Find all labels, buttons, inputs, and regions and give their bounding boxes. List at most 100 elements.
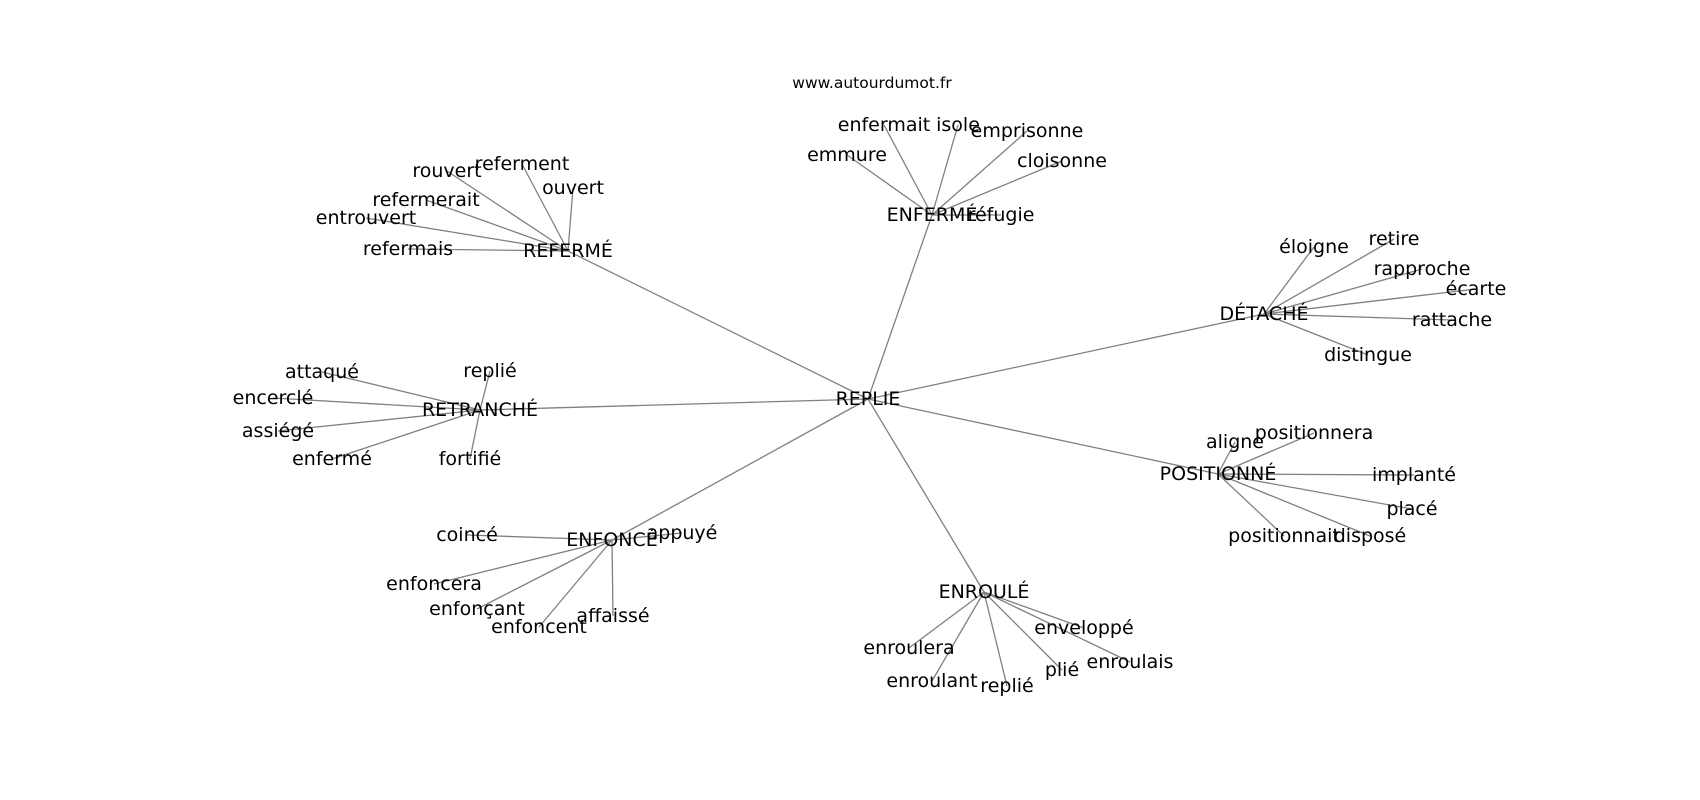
word-node: ouvert [542, 177, 604, 199]
hub-word-edge [277, 409, 481, 432]
word-node: refermais [363, 238, 453, 260]
word-node: implanté [1372, 464, 1456, 486]
hub-word-edge [476, 539, 613, 610]
word-node: retire [1369, 228, 1420, 250]
hub-word-edge [1217, 473, 1371, 537]
hub-word-edge [983, 591, 1063, 671]
word-node: coincé [436, 524, 498, 546]
site-url: www.autourdumot.fr [792, 74, 952, 92]
hub-word-edge [521, 163, 569, 252]
hub-word-edge [1217, 432, 1315, 475]
hub-word-edge [1217, 441, 1236, 475]
hub-word-edge [365, 217, 569, 252]
hub-word-edge [469, 409, 481, 460]
hub-node: ENFONCÉ [566, 528, 658, 551]
hub-node: RETRANCHÉ [422, 398, 538, 421]
hub-word-edge [466, 534, 613, 541]
word-node: affaissé [576, 605, 649, 627]
hub-word-edge [883, 124, 933, 216]
hub-word-edge [1263, 246, 1315, 315]
hub-word-edge [321, 371, 481, 411]
hub-node: ENROULÉ [939, 580, 1030, 603]
hub-word-edge [272, 397, 481, 411]
center-hub-edge [479, 398, 869, 411]
word-node: cloisonne [1017, 150, 1107, 172]
word-node: enveloppé [1034, 617, 1133, 639]
hub-node: REFERMÉ [523, 239, 613, 262]
hub-node: DÉTACHÉ [1220, 302, 1309, 325]
hub-word-edge [983, 591, 1085, 629]
hub-word-edge [931, 130, 1028, 216]
hub-word-edge [407, 248, 569, 252]
center-hub-edge [867, 214, 933, 400]
hub-word-edge [331, 409, 481, 460]
word-node: entrouvert [316, 207, 416, 229]
center-hub-edge [867, 398, 985, 593]
hub-node: ENFERMÉ [887, 203, 978, 226]
word-node: enroulant [886, 670, 977, 692]
hub-word-edge [425, 199, 569, 252]
word-node: rattache [1412, 309, 1492, 331]
word-node: éloigne [1279, 236, 1349, 258]
hub-word-edge [931, 160, 1063, 216]
word-node: enfonçant [429, 598, 525, 620]
hub-word-edge [1263, 313, 1453, 321]
hub-word-edge [1263, 268, 1423, 315]
hub-word-edge [908, 591, 985, 649]
word-node: aligne [1206, 431, 1264, 453]
word-node: enroulera [863, 637, 954, 659]
hub-word-edge [538, 539, 613, 628]
word-node: enfoncent [491, 616, 587, 638]
word-node: placé [1386, 498, 1437, 520]
word-node: rouvert [412, 160, 481, 182]
word-node: refermerait [372, 189, 479, 211]
center-node: REPLIE [836, 388, 901, 410]
word-node: fortifié [439, 448, 502, 470]
hub-word-edge [1263, 313, 1369, 356]
word-node: attaqué [285, 361, 359, 383]
word-node: enfermait [838, 114, 930, 136]
word-node: écarte [1446, 278, 1507, 300]
word-node: disposé [1334, 525, 1407, 547]
word-node: encerclé [233, 387, 314, 409]
hub-word-edge [931, 591, 985, 682]
word-node: réfugie [968, 204, 1035, 226]
hub-word-edge [611, 532, 683, 541]
word-node: isole [936, 114, 980, 136]
word-node: emmure [807, 144, 887, 166]
hub-word-edge [446, 170, 569, 252]
hub-node: POSITIONNÉ [1160, 462, 1277, 485]
hub-word-edge [1217, 473, 1285, 537]
hub-word-edge [611, 539, 614, 617]
word-node: referment [475, 153, 570, 175]
word-node: distingue [1324, 344, 1412, 366]
word-node: enroulais [1087, 651, 1174, 673]
word-node: replié [980, 675, 1033, 697]
word-node: replié [463, 360, 516, 382]
word-node: positionnait [1228, 525, 1340, 547]
center-hub-edge [567, 250, 869, 400]
word-node: emprisonne [971, 120, 1084, 142]
word-node: positionnera [1255, 422, 1373, 444]
word-node: appuyé [647, 522, 718, 544]
center-hub-edge [867, 398, 1219, 475]
hub-word-edge [846, 154, 933, 216]
hub-word-edge [479, 370, 491, 411]
hub-word-edge [931, 124, 959, 216]
word-node: enfermé [292, 448, 372, 470]
hub-word-edge [1263, 238, 1395, 315]
word-node: plié [1045, 659, 1079, 681]
hub-word-edge [1217, 473, 1413, 510]
hub-word-edge [1217, 473, 1415, 476]
hub-word-edge [433, 539, 613, 585]
hub-word-edge [983, 591, 1008, 687]
center-hub-edge [611, 398, 869, 541]
word-node: rapproche [1374, 258, 1471, 280]
edges [272, 124, 1477, 687]
word-node: assiégé [242, 420, 314, 442]
word-node: enfoncera [386, 573, 482, 595]
hub-word-edge [1263, 288, 1477, 315]
center-hub-edge [867, 313, 1265, 400]
